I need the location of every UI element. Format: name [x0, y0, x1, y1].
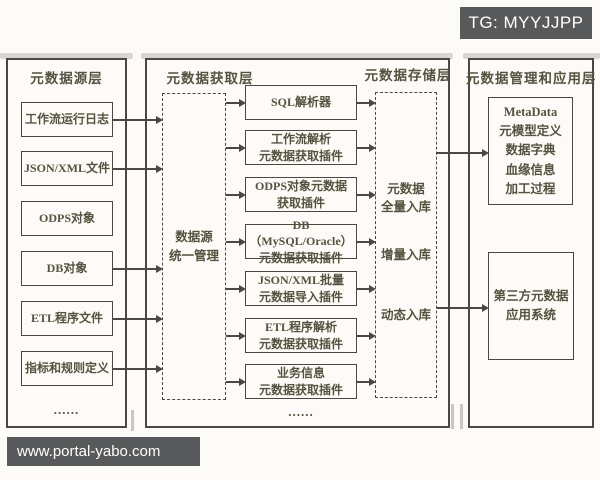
source-box-workflow-log: 工作流运行日志: [21, 102, 113, 137]
source-box-etl-file: ETL程序文件: [21, 301, 113, 336]
arrow-manager-to-db: [226, 238, 246, 245]
arrow-workflow-to-manager: [113, 116, 163, 123]
arrow-db-to-storage: [357, 238, 376, 245]
arrow-rule-to-manager: [113, 365, 163, 372]
arrow-business-to-storage: [357, 378, 376, 385]
scan-shadow-top-middle: [141, 53, 453, 59]
plugin-box-db-metadata: DB（MySQL/Oracle） 元数据获取插件: [245, 218, 357, 265]
arrow-workflow-to-storage: [357, 144, 376, 151]
arrow-db-to-manager: [113, 265, 163, 272]
plugin-box-etl-parse: ETL程序解析 元数据获取插件: [245, 318, 357, 353]
arrow-etl-to-storage: [357, 332, 376, 339]
acquisition-layer-title: 元数据获取层: [166, 71, 254, 86]
source-box-db-object: DB对象: [21, 251, 113, 286]
scan-mark: [131, 410, 134, 431]
arrow-etl-to-manager: [113, 315, 163, 322]
storage-layer-title: 元数据存储层: [364, 68, 452, 83]
plugin-box-odps-metadata: ODPS对象元数据 获取插件: [245, 177, 357, 212]
scan-mark: [460, 404, 463, 429]
watermark-badge-text: TG: MYYJJPP: [468, 13, 584, 32]
acquisition-layer-ellipsis: ......: [288, 404, 314, 419]
scan-mark: [451, 404, 454, 429]
arrow-manager-to-workflow: [226, 144, 246, 151]
footer-url-text: www.portal-yabo.com: [17, 443, 161, 460]
source-box-rule-definition: 指标和规则定义: [21, 351, 113, 386]
metadata-management-box: MetaData 元模型定义 数据字典 血缘信息 加工过程: [488, 97, 573, 205]
source-box-odps-object: ODPS对象: [21, 201, 113, 236]
plugin-box-business-info: 业务信息 元数据获取插件: [245, 364, 357, 399]
plugin-box-sql-parser: SQL解析器: [245, 85, 357, 120]
storage-mode-dynamic-load: 动态入库: [380, 308, 431, 322]
arrow-manager-to-business: [226, 378, 246, 385]
arrow-sql-to-storage: [357, 99, 376, 106]
arrow-jsonxml-to-storage: [357, 285, 376, 292]
source-layer-title: 元数据源层: [30, 71, 103, 86]
storage-mode-incremental-load: 增量入库: [380, 248, 431, 262]
arrow-storage-to-thirdparty: [437, 304, 489, 311]
scan-shadow-top-right: [463, 53, 600, 59]
application-layer-panel: [468, 58, 594, 428]
application-layer-title: 元数据管理和应用层: [466, 71, 597, 86]
plugin-box-json-xml-import: JSON/XML批量 元数据导入插件: [245, 271, 357, 306]
footer-url-bar: www.portal-yabo.com: [7, 437, 200, 466]
arrow-manager-to-jsonxml: [226, 285, 246, 292]
watermark-badge: TG: MYYJJPP: [460, 7, 592, 39]
arrow-odps-to-storage: [357, 191, 376, 198]
arrow-manager-to-etl: [226, 332, 246, 339]
arrow-storage-to-metadata: [437, 149, 489, 156]
source-layer-panel: [6, 58, 127, 428]
source-box-json-xml-file: JSON/XML文件: [21, 151, 113, 186]
arrow-jsonxml-to-manager: [113, 165, 163, 172]
plugin-box-workflow-parse: 工作流解析 元数据获取插件: [245, 130, 357, 165]
storage-box: 元数据 全量入库 增量入库 动态入库: [375, 92, 437, 398]
arrow-manager-to-sql: [226, 99, 246, 106]
third-party-app-box: 第三方元数据 应用系统: [488, 252, 574, 360]
acquisition-storage-panel: [145, 58, 450, 428]
scan-shadow-top-left: [0, 53, 133, 59]
datasource-manager-box: 数据源 统一管理: [162, 93, 226, 400]
arrow-manager-to-odps: [226, 191, 246, 198]
source-layer-ellipsis: ......: [53, 402, 80, 417]
storage-mode-full-load: 元数据 全量入库: [380, 182, 431, 214]
